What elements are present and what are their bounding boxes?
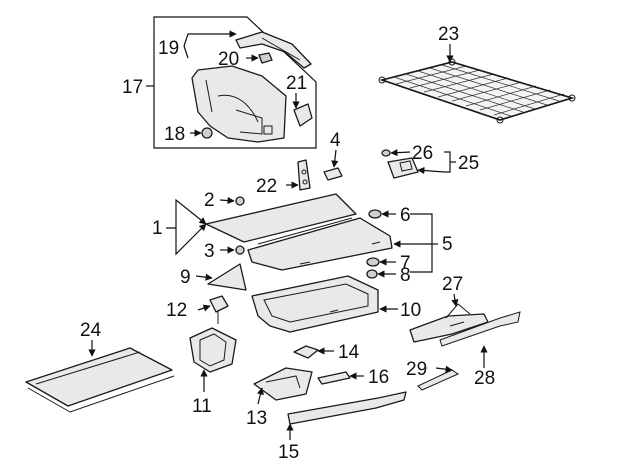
callout-3: 3 bbox=[204, 241, 215, 262]
strip-16 bbox=[317, 371, 351, 385]
trim-strip bbox=[235, 31, 312, 69]
tool-holder bbox=[189, 295, 237, 392]
deck-board-upper bbox=[205, 193, 357, 243]
callout-16: 16 bbox=[368, 367, 389, 388]
callout-7: 7 bbox=[400, 253, 411, 274]
callout-22: 22 bbox=[256, 176, 277, 197]
pad-14 bbox=[293, 345, 319, 359]
deck-board-group bbox=[166, 193, 393, 271]
wrench-29 bbox=[417, 369, 460, 391]
clips-5-8 bbox=[366, 209, 438, 279]
group-17-box bbox=[153, 16, 317, 149]
grommet-7 bbox=[366, 257, 380, 267]
callout-9: 9 bbox=[180, 267, 191, 288]
callout-20: 20 bbox=[218, 49, 239, 70]
jack-handle-28 bbox=[439, 311, 521, 347]
clip-3 bbox=[235, 245, 245, 255]
callout-13: 13 bbox=[246, 408, 267, 429]
support-13 bbox=[253, 367, 313, 401]
bracket-22 bbox=[297, 159, 311, 191]
callout-14: 14 bbox=[338, 342, 360, 363]
callout-labels: 1 2 3 4 5 6 7 8 9 10 11 12 13 14 15 16 1… bbox=[80, 24, 495, 463]
callout-4: 4 bbox=[330, 130, 341, 151]
jack-tools bbox=[409, 293, 521, 391]
callout-10: 10 bbox=[400, 300, 421, 321]
clip-2 bbox=[235, 196, 245, 206]
scuff-plate-15 bbox=[287, 391, 407, 425]
tray-10 bbox=[251, 275, 379, 333]
lower-parts bbox=[253, 345, 407, 440]
bracket-4 bbox=[323, 167, 343, 181]
callout-5: 5 bbox=[442, 234, 453, 255]
trim-panel-group-17 bbox=[146, 16, 317, 149]
clip-8 bbox=[366, 269, 378, 279]
callout-26: 26 bbox=[412, 143, 433, 164]
clip-6 bbox=[368, 209, 382, 219]
cargo-net bbox=[378, 44, 576, 124]
pushpin-18 bbox=[201, 127, 213, 139]
deck-board-lower bbox=[247, 217, 393, 271]
callout-18: 18 bbox=[164, 124, 185, 145]
callout-24: 24 bbox=[80, 320, 102, 341]
callout-17: 17 bbox=[122, 77, 143, 98]
callout-6: 6 bbox=[400, 205, 411, 226]
lamp-bulb bbox=[381, 149, 391, 157]
brackets bbox=[286, 149, 343, 191]
storage-tray bbox=[195, 263, 398, 333]
callout-12: 12 bbox=[166, 300, 187, 321]
callout-23: 23 bbox=[438, 24, 459, 45]
callout-2: 2 bbox=[204, 190, 215, 211]
callout-21: 21 bbox=[286, 73, 307, 94]
callout-29: 29 bbox=[406, 359, 427, 380]
callout-11: 11 bbox=[192, 396, 212, 417]
small-cover bbox=[293, 103, 313, 127]
callout-28: 28 bbox=[474, 368, 495, 389]
callout-27: 27 bbox=[442, 274, 463, 295]
tonneau-cover-24 bbox=[25, 340, 175, 413]
holder-12 bbox=[209, 295, 229, 313]
callout-8: 8 bbox=[400, 265, 411, 286]
callout-25: 25 bbox=[458, 153, 479, 174]
callout-15: 15 bbox=[278, 442, 299, 463]
cargo-lamp bbox=[381, 149, 456, 179]
clip bbox=[258, 52, 273, 64]
callout-19: 19 bbox=[158, 38, 179, 59]
filler-9 bbox=[207, 263, 247, 291]
callout-1: 1 bbox=[152, 218, 163, 239]
